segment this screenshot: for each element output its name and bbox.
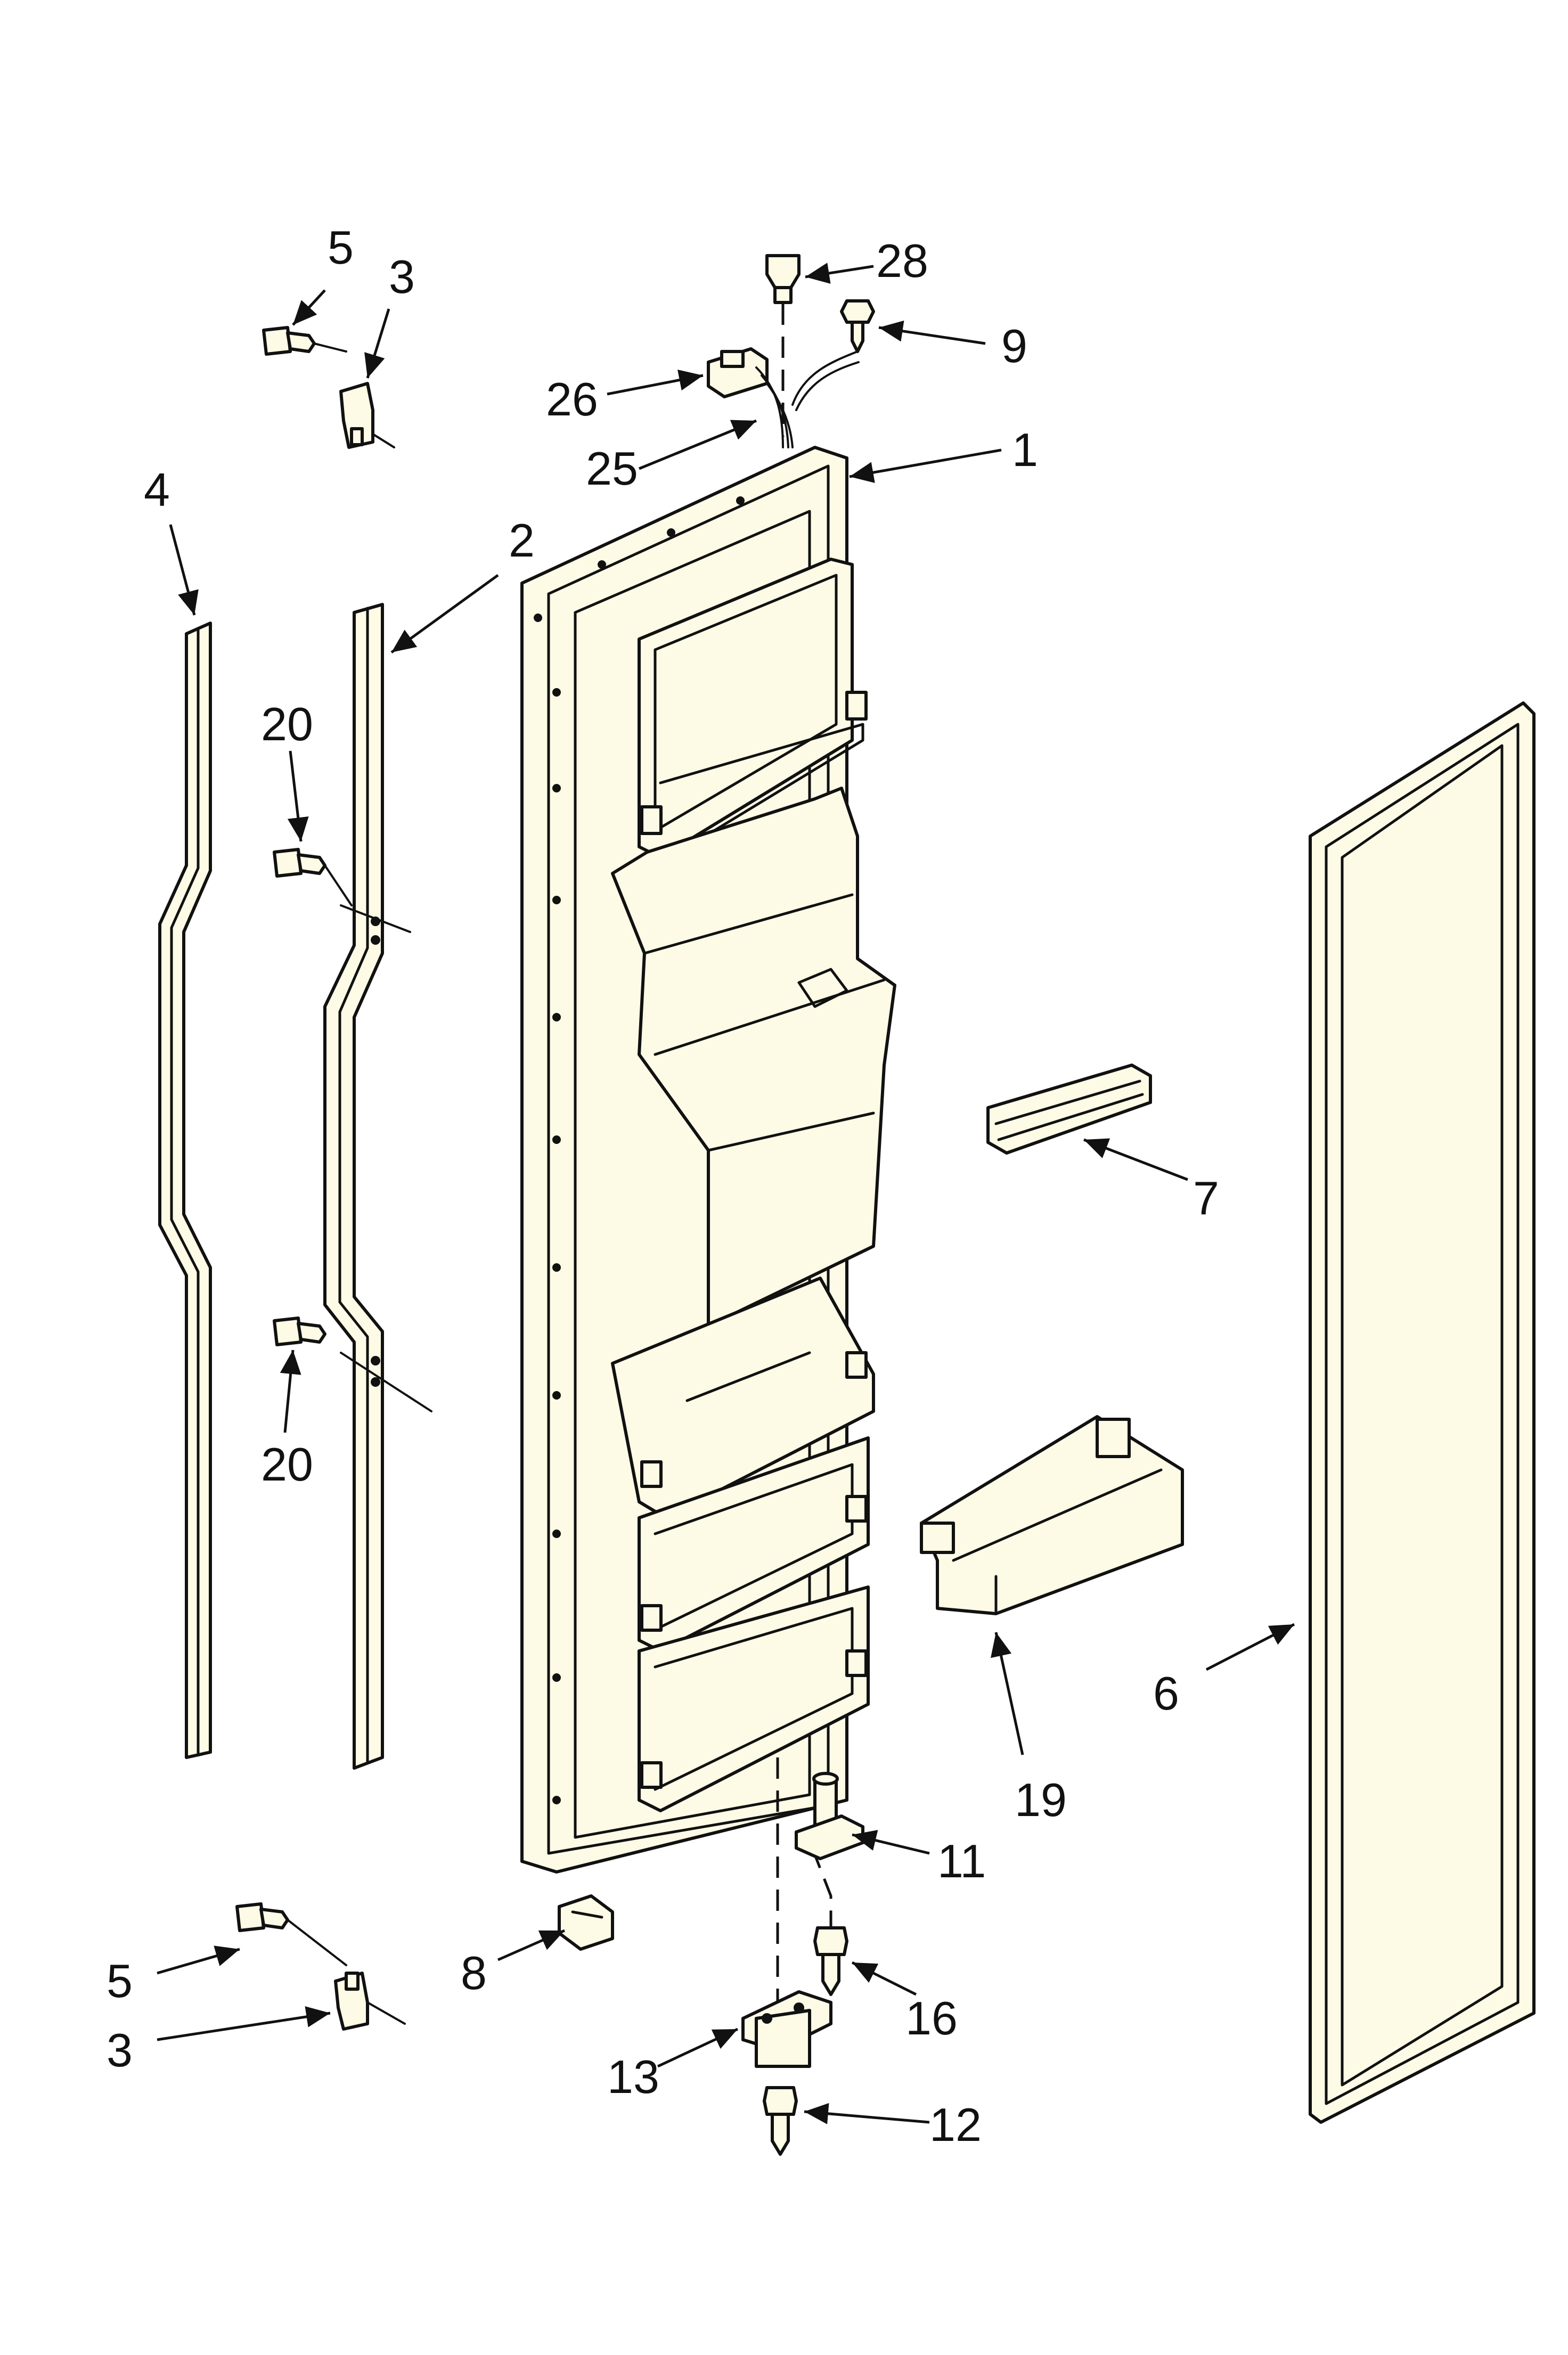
callout-28: 28 — [876, 234, 928, 287]
part-16-screw — [813, 1926, 848, 1996]
part-1-door-liner — [520, 446, 896, 1874]
part-26-connector — [707, 347, 769, 398]
callout-9: 9 — [1001, 320, 1027, 372]
liner-screw-holes — [534, 496, 745, 1804]
part-3-hinge-block-top — [339, 382, 395, 449]
part-3-hinge-block-bottom — [334, 1972, 406, 2031]
callout-labels: 28 9 26 25 1 5 3 4 2 20 20 7 6 19 11 16 … — [107, 221, 1219, 2151]
callout-3-top: 3 — [389, 250, 415, 303]
callout-19: 19 — [1015, 1773, 1067, 1826]
part-11-hinge-pin — [795, 1772, 864, 1860]
callout-5-top: 5 — [328, 221, 354, 274]
part-12-screw — [763, 2086, 798, 2156]
callout-11: 11 — [937, 1835, 986, 1887]
part-2-hinge-trim — [323, 603, 432, 1770]
part-6-door-gasket — [1309, 701, 1536, 2124]
part-20-screw-upper — [273, 848, 353, 906]
part-20-screw-lower — [273, 1316, 326, 1346]
callout-13: 13 — [607, 2050, 659, 2103]
part-7-bin-rail — [986, 1064, 1152, 1155]
callout-3-bottom: 3 — [107, 2024, 133, 2076]
callout-20-lower: 20 — [261, 1438, 313, 1491]
part-19-door-bin — [920, 1415, 1184, 1615]
callout-4: 4 — [144, 463, 170, 516]
callout-2: 2 — [509, 514, 535, 567]
callout-1: 1 — [1012, 423, 1038, 476]
callout-5-bottom: 5 — [107, 1955, 133, 2007]
part-5-hinge-screw-top — [262, 326, 347, 356]
callout-12: 12 — [929, 2098, 982, 2151]
callout-16: 16 — [905, 1992, 958, 2045]
hinge-dash-line-right — [811, 1847, 832, 1928]
part-4-trim-strip — [158, 622, 212, 1759]
callout-8: 8 — [461, 1947, 487, 1999]
part-28-light-socket — [765, 254, 801, 304]
part-8-bushing — [558, 1894, 614, 1951]
callout-20-upper: 20 — [261, 698, 313, 750]
callout-25: 25 — [586, 442, 638, 495]
callout-6: 6 — [1153, 1667, 1179, 1720]
callout-7: 7 — [1193, 1172, 1219, 1224]
leader-lines — [157, 263, 1295, 2124]
part-25-wire-harness — [755, 350, 860, 448]
part-13-hinge-bracket — [741, 1990, 832, 2068]
callout-26: 26 — [546, 373, 598, 426]
part-5-hinge-screw-bottom — [235, 1902, 347, 1966]
part-9-screw — [840, 299, 875, 353]
